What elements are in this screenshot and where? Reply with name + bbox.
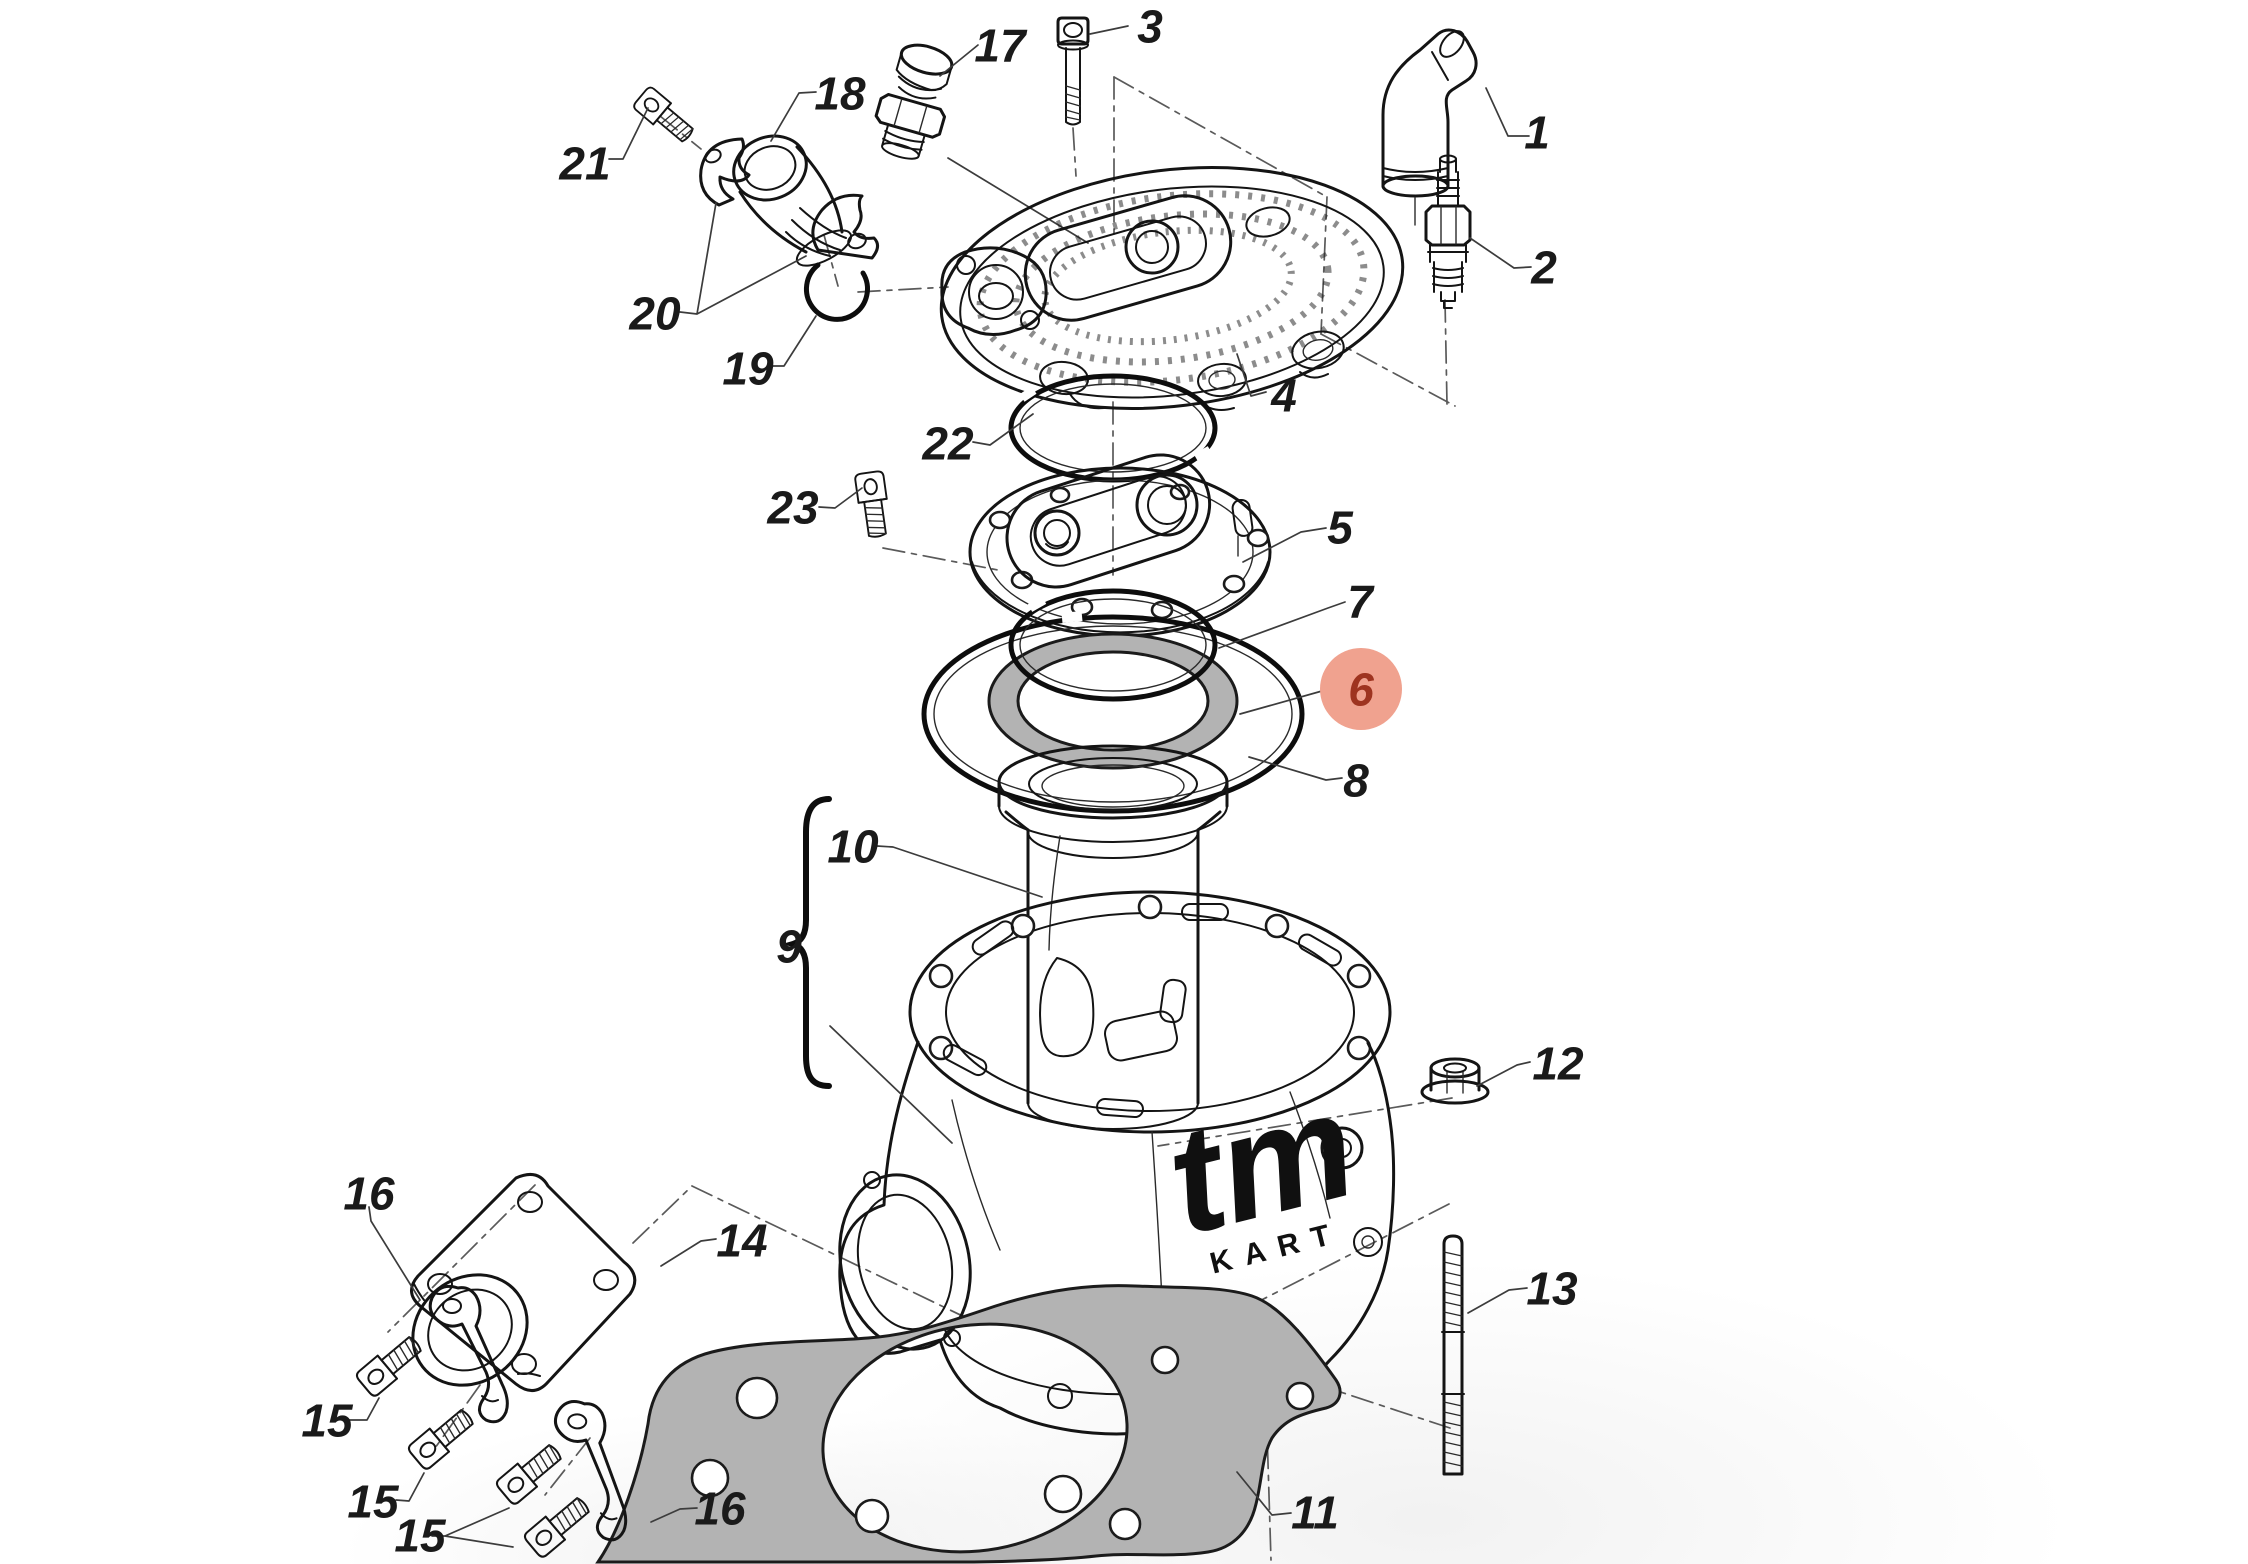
part-label-9: 9	[776, 921, 802, 973]
part-label-15-c: 15	[394, 1510, 447, 1562]
part-17-location-line	[947, 157, 1089, 244]
part-label-15-b: 15	[347, 1476, 400, 1528]
part-label-13: 13	[1526, 1263, 1578, 1315]
part-label-17: 17	[974, 20, 1028, 72]
part-label-11: 11	[1291, 1487, 1339, 1539]
part-3-head-bolt	[1056, 16, 1090, 126]
part-label-23: 23	[766, 482, 819, 534]
part-label-2: 2	[1530, 242, 1557, 294]
part-13-stud	[1441, 1234, 1465, 1476]
part-label-16-a: 16	[343, 1168, 395, 1220]
part-label-8: 8	[1343, 755, 1369, 807]
part-label-21: 21	[558, 138, 610, 190]
part-label-18: 18	[814, 68, 866, 120]
part-1-spark-plug-cap	[1381, 28, 1478, 226]
part-label-15-a: 15	[301, 1395, 354, 1447]
part-7-inner-o-ring	[1008, 588, 1218, 702]
part-15-bolt-1	[353, 1330, 428, 1399]
group-9-brace	[782, 796, 832, 1089]
part-17-fitting	[874, 43, 954, 160]
part-11-base-gasket	[595, 1284, 1342, 1564]
part-label-5: 5	[1327, 502, 1354, 554]
part-label-14: 14	[716, 1215, 767, 1267]
part-19-circlip	[803, 262, 870, 322]
part-label-7: 7	[1347, 576, 1375, 628]
part-label-22: 22	[921, 418, 974, 470]
part-21-clamp-bolt	[631, 84, 699, 148]
part-10-cylinder-liner	[997, 744, 1229, 1130]
part-5-head-insert	[968, 453, 1272, 638]
part-label-10: 10	[827, 821, 879, 873]
part-9-cylinder-body: tm KART	[838, 890, 1396, 1436]
part-label-12: 12	[1532, 1038, 1584, 1090]
part-14-exhaust-manifold	[410, 1172, 637, 1392]
part-18-water-fitting	[732, 134, 853, 267]
part-2-spark-plug	[1424, 154, 1472, 309]
part-20-bracket-upper	[699, 137, 751, 207]
part-label-20: 20	[628, 288, 681, 340]
part-label-16-b: 16	[694, 1483, 746, 1535]
part-label-19: 19	[722, 343, 774, 395]
highlight-circle	[1320, 648, 1402, 730]
part-12-flange-nut	[1420, 1057, 1490, 1105]
part-label-4: 4	[1270, 370, 1297, 422]
part-23-insert-screw	[853, 469, 893, 540]
part-label-1: 1	[1524, 107, 1550, 159]
group-9-pointer	[829, 1025, 953, 1144]
part-label-6: 6	[1348, 664, 1374, 716]
part-4-cylinder-head-cover	[939, 166, 1405, 411]
part-label-3: 3	[1137, 1, 1163, 53]
part-6-head-gasket-ring	[987, 632, 1239, 770]
